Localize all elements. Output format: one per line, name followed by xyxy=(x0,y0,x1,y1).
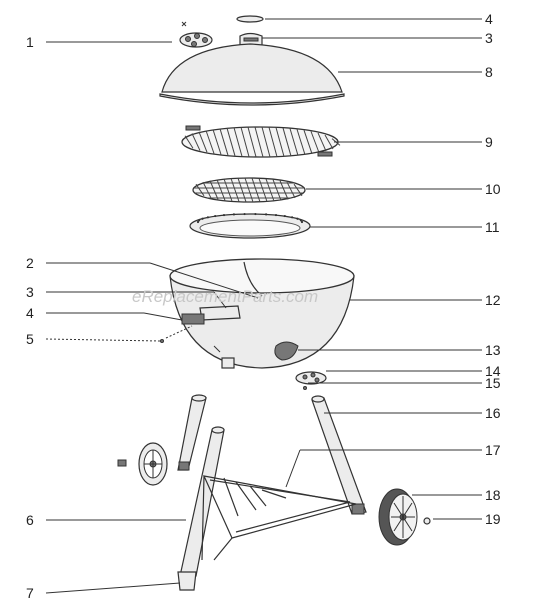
ring-hole xyxy=(264,213,268,216)
ring-hole xyxy=(232,213,236,216)
grate-bar xyxy=(289,128,299,156)
callout-3-right: 3 xyxy=(485,30,493,46)
callout-13: 13 xyxy=(485,342,501,358)
handle-shield xyxy=(236,15,264,23)
callout-15: 15 xyxy=(485,375,501,391)
callout-4-left: 4 xyxy=(26,305,34,321)
ring-hole xyxy=(206,216,210,219)
grate-bar xyxy=(198,131,208,153)
callout-2: 2 xyxy=(26,255,34,271)
grate-bar xyxy=(282,127,292,157)
grate-bar xyxy=(219,128,229,156)
grate-bar xyxy=(202,181,212,199)
grate-bar xyxy=(254,126,264,158)
ring-hole xyxy=(290,216,294,219)
callout-19: 19 xyxy=(485,511,501,527)
grate-bar xyxy=(324,134,334,150)
callout-10: 10 xyxy=(485,181,501,197)
grate-bar xyxy=(212,129,222,155)
ring-hole xyxy=(254,212,257,216)
wheel-right xyxy=(378,488,431,546)
grate-bar xyxy=(268,127,278,157)
callout-14: 14 xyxy=(485,363,501,379)
grate-bar xyxy=(184,135,194,149)
grate-bar xyxy=(195,183,205,197)
grill-lid xyxy=(159,43,345,106)
callout-16: 16 xyxy=(485,405,501,421)
ring-hole xyxy=(274,213,278,217)
ring-hole xyxy=(222,213,226,217)
grate-bar xyxy=(296,129,306,155)
grate-bar xyxy=(247,126,257,158)
callout-numbers: 4 3 8 9 10 11 12 13 14 15 16 17 18 19 1 … xyxy=(26,11,501,601)
callout-12: 12 xyxy=(485,292,501,308)
heat-ring xyxy=(189,212,311,239)
callout-6: 6 xyxy=(26,512,34,528)
wheel-left xyxy=(117,442,168,486)
callout-11: 11 xyxy=(485,219,500,235)
ring-hole xyxy=(201,217,204,220)
grate-bar xyxy=(293,183,303,197)
watermark: eReplacementParts.com xyxy=(132,287,318,306)
grate-bar xyxy=(303,130,313,154)
grate-bar xyxy=(205,130,215,154)
callout-7: 7 xyxy=(26,585,34,601)
lid-handle xyxy=(239,32,263,47)
grate-bar xyxy=(261,126,271,158)
grate-bar xyxy=(226,127,236,157)
grate-bar xyxy=(317,132,327,152)
grate-bar xyxy=(286,181,296,199)
ring-hole xyxy=(196,220,200,224)
cooking-grate xyxy=(181,125,341,158)
callout-8: 8 xyxy=(485,64,493,80)
grate-bar xyxy=(310,131,320,153)
leg-assembly xyxy=(177,394,367,591)
callout-1: 1 xyxy=(26,34,34,50)
grate-bar xyxy=(275,127,285,157)
ring-hole xyxy=(300,220,304,224)
ring-hole xyxy=(198,219,201,222)
charcoal-grate xyxy=(192,177,306,203)
callout-5: 5 xyxy=(26,331,34,347)
grate-bar xyxy=(233,127,243,157)
ring-hole xyxy=(283,214,286,218)
grate-bar xyxy=(279,180,289,200)
callout-3-left: 3 xyxy=(26,284,34,300)
callout-4-right: 4 xyxy=(485,11,493,27)
leader-lines xyxy=(45,18,482,594)
ring-hole xyxy=(296,217,299,220)
callout-18: 18 xyxy=(485,487,501,503)
callout-9: 9 xyxy=(485,134,493,150)
ring-hole xyxy=(214,214,217,218)
ring-hole xyxy=(243,212,246,216)
callout-17: 17 xyxy=(485,442,501,458)
grate-bar xyxy=(209,180,219,200)
ring-hole xyxy=(299,219,302,222)
bowl-vent xyxy=(274,341,327,390)
grate-bar xyxy=(191,133,201,151)
grate-bar xyxy=(240,127,250,157)
grill-bowl xyxy=(169,258,355,369)
